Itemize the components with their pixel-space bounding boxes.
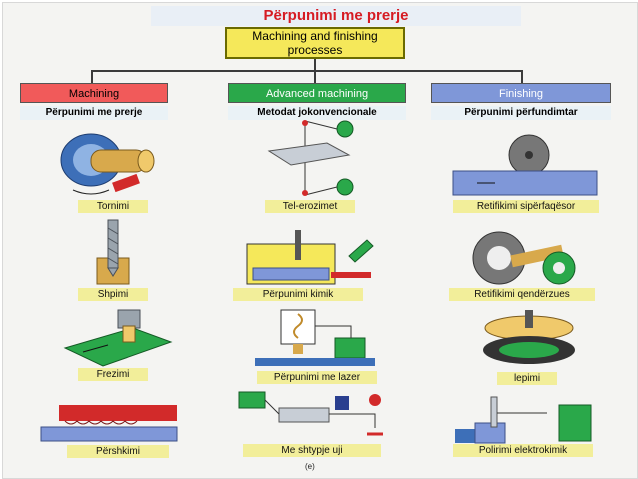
- label-perpunimi-kimik: Përpunimi kimik: [233, 288, 363, 301]
- label-me-shtypje-uji: Me shtypje uji: [243, 444, 381, 457]
- surface-grinding-illustration: [452, 134, 598, 196]
- category-finishing: Finishing: [431, 83, 611, 103]
- category-advanced-label: Advanced machining: [265, 88, 369, 100]
- category-machining-sublabel: Përpunimi me prerje: [20, 106, 168, 120]
- label-retifikimi-siperfaqesor: Retifikimi sipërfaqësor: [453, 200, 599, 213]
- root-node: Machining and finishing processes: [225, 27, 405, 59]
- root-node-label: Machining and finishing processes: [252, 29, 378, 57]
- label-shpimi: Shpimi: [78, 288, 148, 301]
- drilling-illustration: [96, 219, 130, 285]
- page-title: Përpunimi me prerje: [151, 6, 521, 26]
- connector-middle: [314, 70, 316, 83]
- category-machining: Machining: [20, 83, 168, 103]
- connector-left: [91, 70, 93, 83]
- category-finishing-label: Finishing: [498, 88, 544, 100]
- label-perpunimi-me-lazer: Përpunimi me lazer: [257, 371, 377, 384]
- label-tornimi: Tornimi: [78, 200, 148, 213]
- electropolishing-illustration: [455, 396, 592, 444]
- category-finishing-sublabel: Përpunimi përfundimtar: [431, 106, 611, 120]
- water-jet-illustration: [238, 391, 383, 436]
- connector-root-down: [314, 59, 316, 71]
- category-advanced-machining: Advanced machining: [228, 83, 406, 103]
- label-frezimi: Frezimi: [78, 368, 148, 381]
- milling-illustration: [63, 309, 173, 367]
- category-advanced-sublabel: Metodat jokonvencionale: [228, 106, 406, 120]
- label-pershkimi: Përshkimi: [67, 445, 169, 458]
- lapping-illustration: [483, 310, 575, 364]
- connector-horizontal: [91, 70, 523, 72]
- label-polirimi-elektrokimik: Polirimi elektrokimik: [453, 444, 593, 457]
- laser-machining-illustration: [255, 309, 375, 366]
- centerless-grinding-illustration: [472, 231, 576, 285]
- connector-right: [521, 70, 523, 83]
- turning-illustration: [60, 133, 155, 195]
- label-tel-erozimet: Tel-erozimet: [265, 200, 355, 213]
- wire-edm-illustration: [267, 120, 354, 196]
- label-retifikimi-qendezues: Retifikimi qendërzues: [449, 288, 595, 301]
- chemical-machining-illustration: [246, 230, 374, 285]
- label-lepimi: lepimi: [497, 372, 557, 385]
- broaching-illustration: [40, 405, 178, 442]
- category-machining-label: Machining: [68, 88, 120, 100]
- figure-caption: (e): [305, 462, 315, 471]
